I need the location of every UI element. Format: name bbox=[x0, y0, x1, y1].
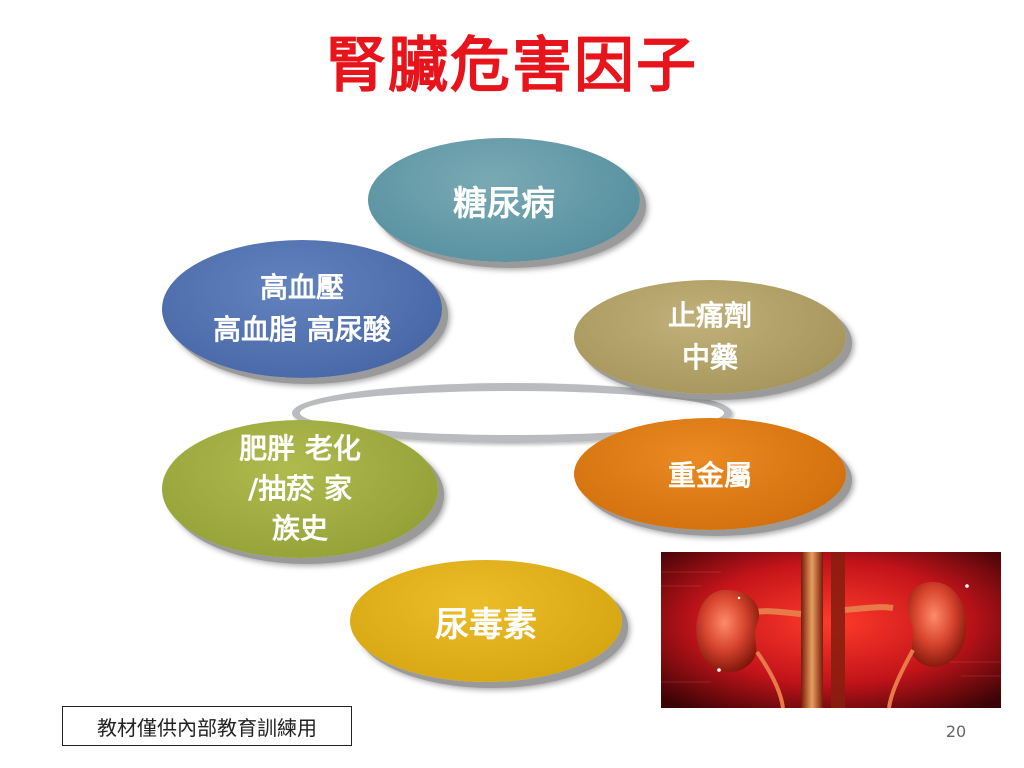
factor-obesity-label-1: 肥胖 老化 bbox=[239, 432, 361, 465]
factor-painkillers-label-1: 止痛劑 bbox=[667, 299, 752, 332]
factor-painkillers-label-2: 中藥 bbox=[681, 341, 738, 374]
factor-diabetes: 糖尿病 bbox=[368, 138, 640, 262]
factor-obesity-label-3: 族史 bbox=[271, 512, 328, 545]
page-number: 20 bbox=[945, 722, 967, 741]
slide-title: 腎臟危害因子 bbox=[326, 31, 698, 101]
kidney-icon bbox=[661, 552, 1001, 708]
factor-heavy-metals-label: 重金屬 bbox=[667, 459, 752, 492]
factor-obesity: 肥胖 老化 /抽菸 家 族史 bbox=[162, 420, 438, 558]
factor-diabetes-label: 糖尿病 bbox=[453, 183, 555, 224]
factor-hypertension-label-2: 高血脂 高尿酸 bbox=[213, 313, 391, 346]
factor-hypertension: 高血壓 高血脂 高尿酸 bbox=[162, 240, 442, 378]
connecting-ring bbox=[292, 383, 732, 443]
factor-obesity-label-2: /抽菸 家 bbox=[248, 472, 352, 505]
factor-uremic-toxins-label: 尿毒素 bbox=[435, 604, 537, 645]
factor-uremic-toxins: 尿毒素 bbox=[350, 560, 622, 682]
factor-heavy-metals: 重金屬 bbox=[574, 418, 846, 530]
factor-painkillers: 止痛劑 中藥 bbox=[574, 280, 846, 394]
factor-hypertension-label-1: 高血壓 bbox=[259, 271, 344, 304]
internal-use-note: 教材僅供內部教育訓練用 bbox=[62, 706, 352, 746]
kidney-illustration bbox=[661, 552, 1001, 708]
